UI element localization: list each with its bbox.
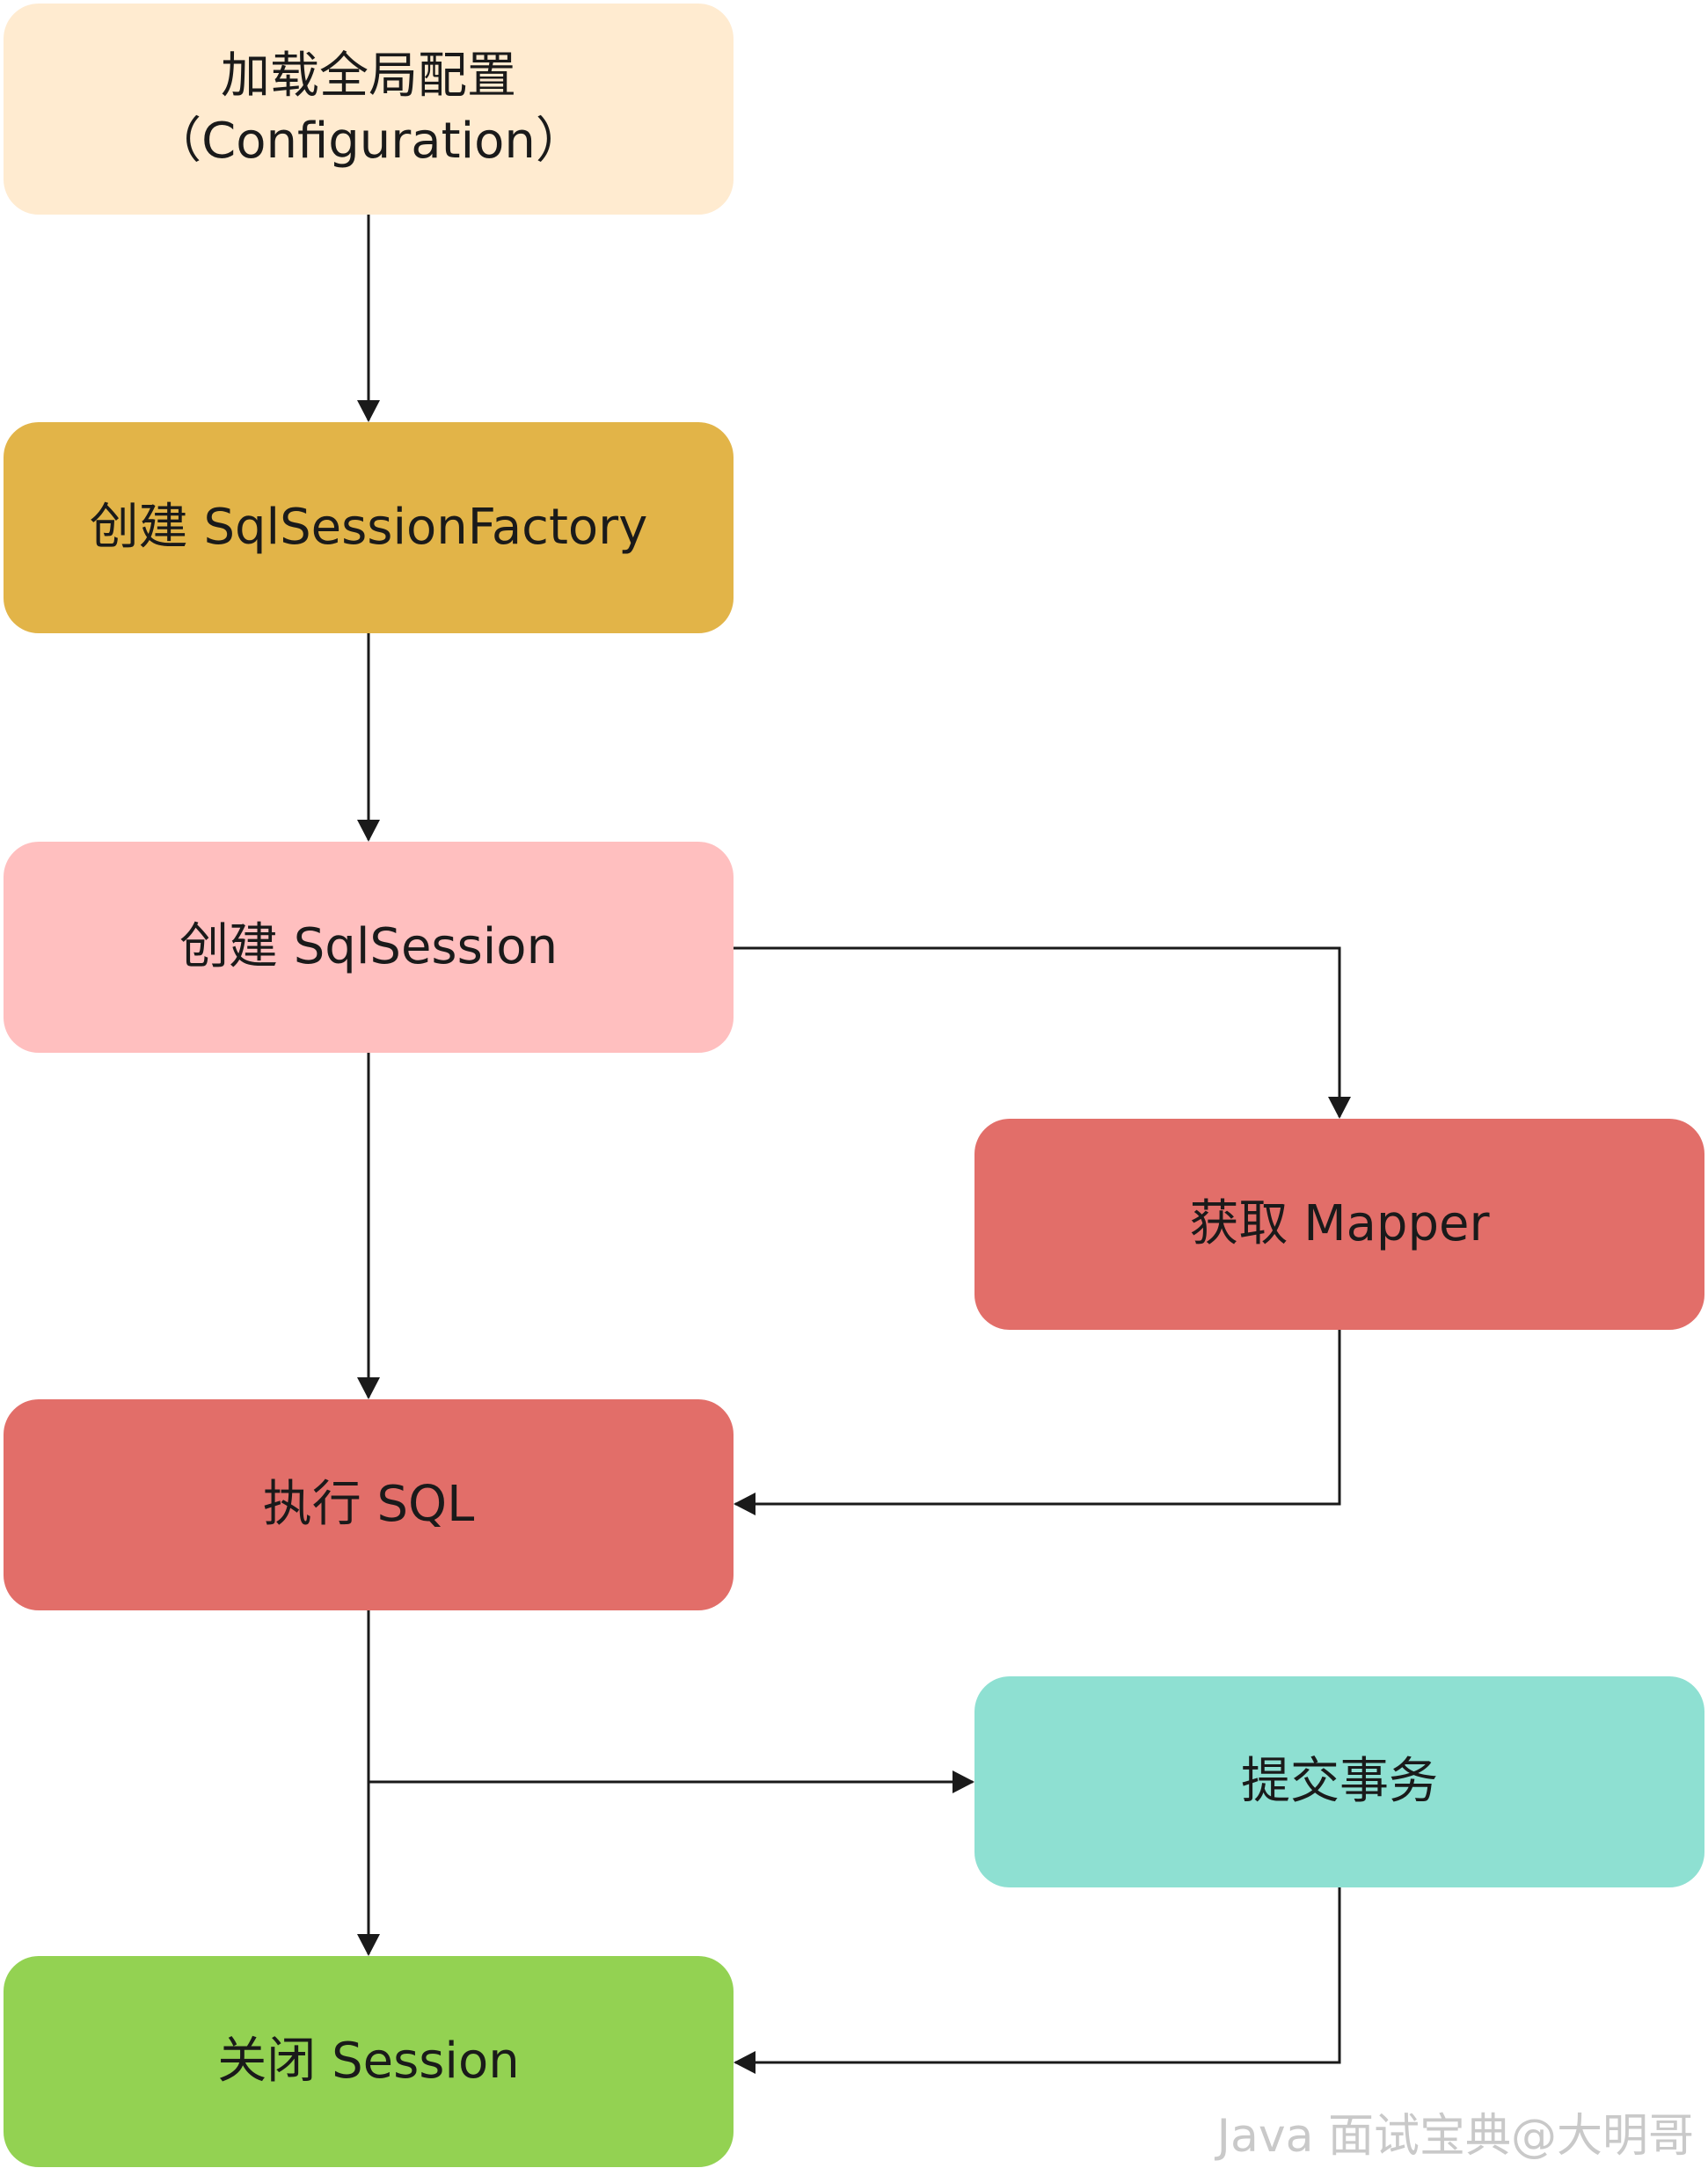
arrow-head (357, 400, 380, 422)
arrow-head (357, 1934, 380, 1956)
edge-session-to-mapper (734, 946, 1341, 1117)
edge-mapper-to-sql (735, 1330, 1341, 1506)
node-create-sqlsessionfactory: 创建 SqlSessionFactory (4, 422, 734, 633)
node-label: 执行 SQL (262, 1476, 475, 1533)
node-create-sqlsession: 创建 SqlSession (4, 842, 734, 1053)
node-execute-sql: 执行 SQL (4, 1399, 734, 1610)
arrow-head (734, 2051, 755, 2074)
node-label: 创建 SqlSessionFactory (89, 499, 648, 556)
node-label-line2: （Configuration） (152, 113, 585, 170)
arrow-head (953, 1770, 974, 1793)
node-label: 提交事务 (1241, 1753, 1438, 1810)
node-load-configuration: 加载全局配置 （Configuration） (4, 4, 734, 215)
arrow-head (1328, 1097, 1351, 1119)
arrow-head (357, 1377, 380, 1399)
watermark-text: Java 面试宝典@大明哥 (1216, 2110, 1694, 2163)
node-label: 创建 SqlSession (179, 918, 558, 975)
arrow-head (734, 1493, 755, 1515)
node-get-mapper: 获取 Mapper (974, 1119, 1704, 1330)
edge-commit-to-close (735, 1887, 1341, 2064)
node-close-session: 关闭 Session (4, 1956, 734, 2167)
node-label: 关闭 Session (217, 2033, 520, 2090)
arrow-head (357, 820, 380, 842)
node-label: 获取 Mapper (1189, 1195, 1490, 1252)
node-commit-transaction: 提交事务 (974, 1676, 1704, 1887)
node-label-line1: 加载全局配置 (221, 47, 516, 105)
